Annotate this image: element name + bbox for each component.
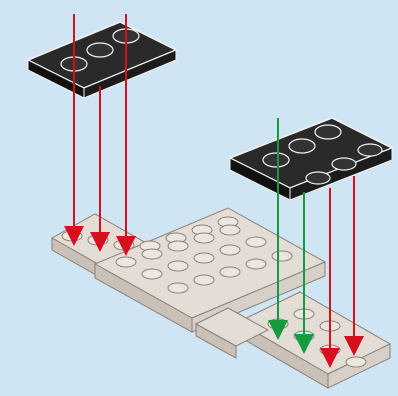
dark-plate-1x2-top-left — [28, 22, 176, 98]
light-base-plate-assembly — [52, 208, 390, 388]
light-plate-right — [238, 292, 390, 388]
dark-plate-pair-right — [230, 118, 392, 200]
